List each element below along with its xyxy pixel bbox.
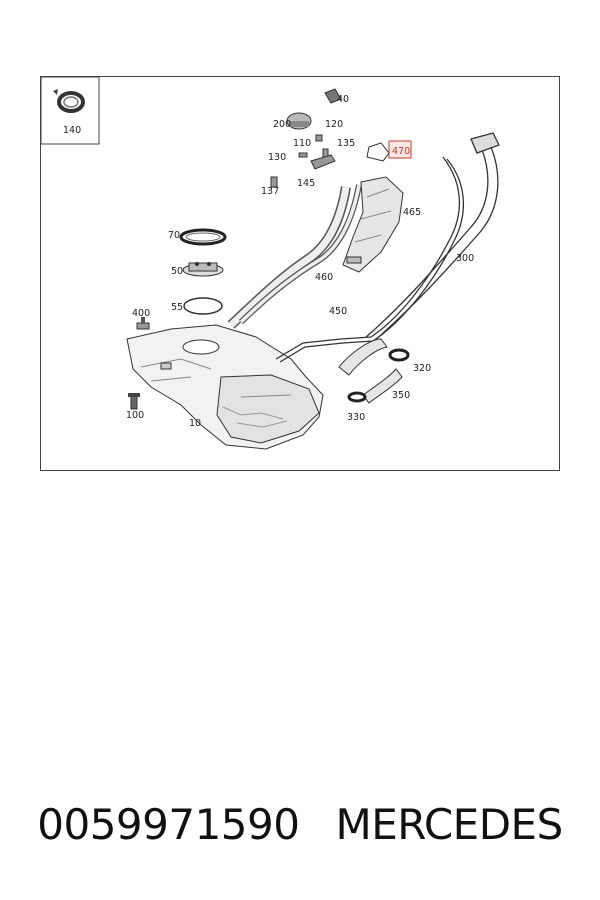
label-55: 55 [171, 302, 183, 313]
bolt-100 [128, 393, 140, 410]
inset-label: 140 [63, 125, 81, 136]
bracket-400 [136, 317, 150, 330]
label-465: 465 [403, 207, 421, 218]
label-320: 320 [413, 363, 431, 374]
exploded-view-drawing: 140 [41, 77, 500, 450]
label-137: 137 [261, 186, 279, 197]
lock-ring-70 [179, 228, 227, 246]
caption: 0059971590 MERCEDES [0, 800, 600, 849]
seal-ring-55 [183, 297, 223, 315]
clamp-320 [388, 348, 410, 362]
fuel-tank [126, 324, 324, 450]
brand-name: MERCEDES [335, 800, 563, 849]
inset-box: 140 [41, 77, 100, 145]
label-350: 350 [392, 390, 410, 401]
hose-350 [338, 338, 403, 404]
label-145: 145 [297, 178, 315, 189]
label-120: 120 [325, 119, 343, 130]
label-110: 110 [293, 138, 311, 149]
label-70: 70 [168, 230, 180, 241]
label-460: 460 [315, 272, 333, 283]
label-470: 470 [392, 146, 410, 157]
filler-tube-300 [365, 132, 500, 342]
label-100: 100 [126, 410, 144, 421]
clamp-330 [347, 391, 367, 403]
part-number: 0059971590 [37, 800, 300, 849]
bracket-470 [366, 142, 390, 162]
label-135: 135 [337, 138, 355, 149]
parts-diagram: 140 [40, 76, 560, 471]
highlight-box-470 [388, 140, 412, 159]
label-400: 400 [132, 308, 150, 319]
label-130: 130 [268, 152, 286, 163]
fittings-cluster [270, 134, 336, 188]
heat-shield-465 [342, 176, 404, 273]
sender-unit-50 [182, 262, 224, 277]
filler-cap-200 [286, 112, 312, 130]
label-200: 200 [273, 119, 291, 130]
fitting-40 [324, 88, 342, 104]
label-40: 40 [337, 94, 349, 105]
label-50: 50 [171, 266, 183, 277]
label-330: 330 [347, 412, 365, 423]
hose-clamp-icon [53, 89, 85, 113]
label-10: 10 [189, 418, 201, 429]
label-300: 300 [456, 253, 474, 264]
label-450: 450 [329, 306, 347, 317]
filler-neck-pipe [227, 184, 362, 329]
